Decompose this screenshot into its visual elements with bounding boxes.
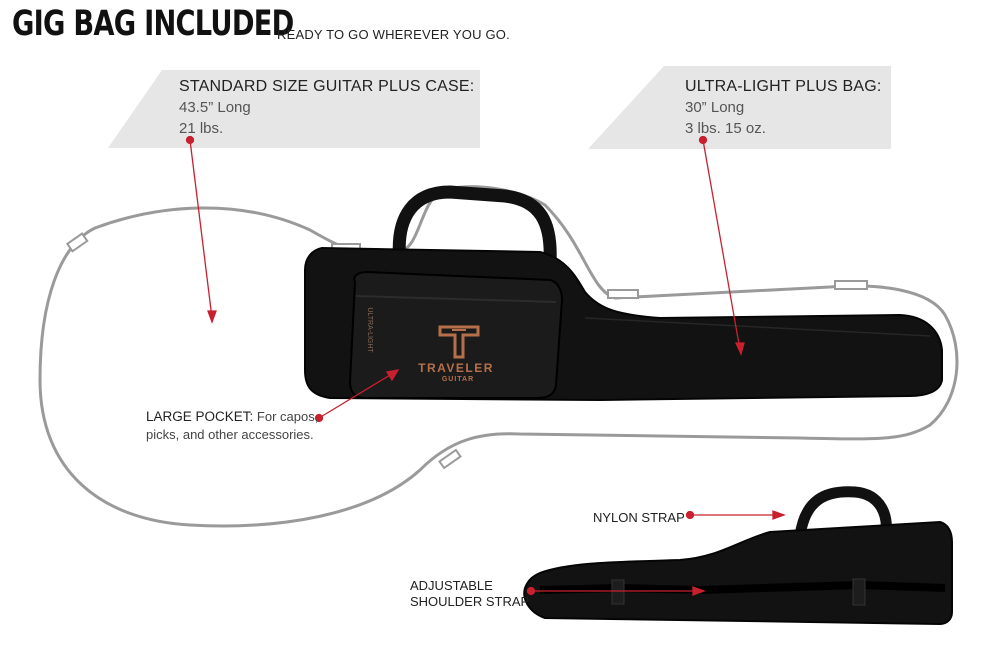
strap-buckle-left [611, 579, 625, 605]
page-tagline: READY TO GO WHEREVER YOU GO. [277, 27, 510, 42]
nylon-strap-callout: NYLON STRAP [593, 510, 685, 525]
pointer-dot-icon [685, 510, 695, 520]
pointer-dot-icon [526, 586, 536, 596]
pocket-callout: LARGE POCKET: For capos, picks, and othe… [146, 408, 318, 444]
case-latches [65, 232, 868, 470]
bag-side-text: ULTRA-LIGHT [366, 307, 373, 353]
shoulder-strap-callout: ADJUSTABLE SHOULDER STRAP [410, 578, 529, 610]
secondary-bag-body [523, 520, 953, 626]
bag-logo-text: TRAVELER [418, 361, 494, 375]
gig-bag-main: TRAVELER GUITAR ULTRA-LIGHT [304, 185, 943, 402]
pointer-dot-icon [314, 413, 324, 423]
ultralight-info-panel [588, 66, 891, 149]
bag-handle [392, 185, 557, 263]
ultralight-bag-length: 30” Long [685, 99, 745, 116]
strap-buckle-right [852, 578, 866, 606]
secondary-shoulder-strap [539, 580, 946, 595]
pocket-callout-desc-2: picks, and other accessories. [146, 427, 314, 442]
bag-logo-subtext: GUITAR [442, 376, 474, 383]
gig-bag-secondary [523, 486, 953, 626]
callout-pointers [185, 135, 786, 596]
shoulder-strap-callout-line-1: ADJUSTABLE [410, 578, 493, 593]
traveler-logo-icon [438, 325, 480, 359]
standard-case-heading: STANDARD SIZE GUITAR PLUS CASE: [179, 78, 475, 95]
page-title: GIG BAG INCLUDED [12, 4, 294, 44]
standard-case-length: 43.5” Long [179, 99, 251, 116]
pocket-callout-desc-1: For capos, [256, 409, 319, 424]
standard-case-info: STANDARD SIZE GUITAR PLUS CASE: 43.5” Lo… [179, 76, 474, 139]
ultralight-bag-weight: 3 lbs. 15 oz. [685, 120, 766, 137]
ultralight-bag-heading: ULTRA-LIGHT PLUS BAG: [685, 78, 882, 95]
pocket-zipper [355, 295, 557, 303]
standard-case-weight: 21 lbs. [179, 120, 224, 137]
shoulder-strap-callout-line-2: SHOULDER STRAP [410, 594, 530, 609]
pointer-dot-icon [698, 135, 708, 145]
secondary-bag-handle [794, 486, 892, 540]
pocket-callout-label: LARGE POCKET: [146, 409, 254, 424]
standard-info-panel [108, 70, 480, 148]
bag-seam [584, 317, 931, 337]
ultralight-bag-info: ULTRA-LIGHT PLUS BAG: 30” Long 3 lbs. 15… [685, 76, 882, 139]
pointer-dot-icon [185, 135, 195, 145]
